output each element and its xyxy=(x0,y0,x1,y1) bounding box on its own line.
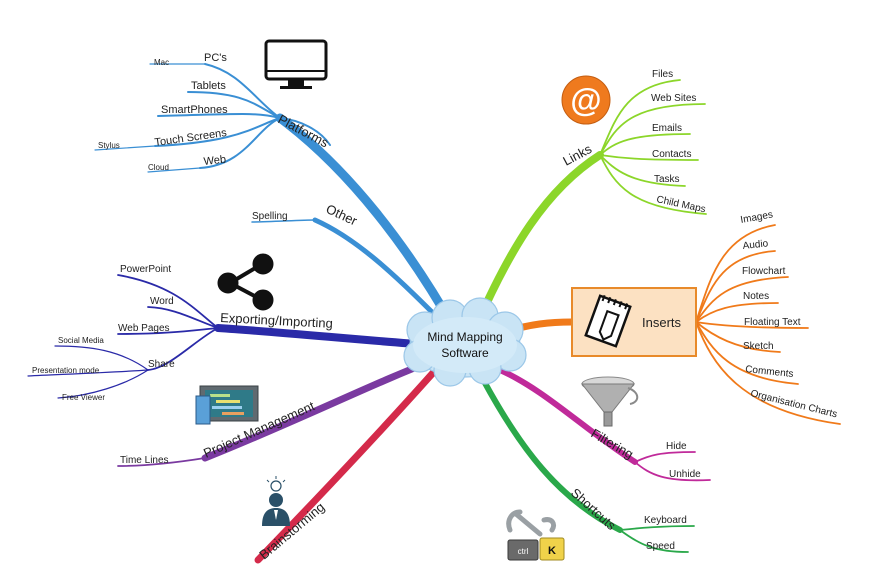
center-title-line1: Mind Mapping xyxy=(427,330,502,344)
node-word[interactable]: Word xyxy=(150,296,174,307)
node-tasks[interactable]: Tasks xyxy=(654,174,680,185)
node-web-pages[interactable]: Web Pages xyxy=(118,323,170,334)
node-powerpoint[interactable]: PowerPoint xyxy=(120,264,171,275)
node-speed[interactable]: Speed xyxy=(646,541,675,552)
node-images[interactable]: Images xyxy=(740,209,774,226)
branch-links-lines xyxy=(474,79,707,326)
branch-label-shortcuts[interactable]: Shortcuts xyxy=(568,485,619,533)
node-tablets[interactable]: Tablets xyxy=(191,80,226,92)
branch-exporting-lines xyxy=(27,274,434,399)
branch-filtering-lines xyxy=(497,367,711,482)
share-icon xyxy=(217,253,274,311)
svg-text:@: @ xyxy=(570,82,601,118)
monitor-icon xyxy=(264,39,328,89)
node-unhide[interactable]: Unhide xyxy=(669,469,701,480)
node-web-sites[interactable]: Web Sites xyxy=(651,93,696,104)
svg-text:ctrl: ctrl xyxy=(518,547,529,556)
node-smartphones[interactable]: SmartPhones xyxy=(161,104,228,116)
node-organisation-charts[interactable]: Organisation Charts xyxy=(749,388,838,420)
branch-label-filtering[interactable]: Filtering xyxy=(589,426,637,462)
branch-label-inserts: Inserts xyxy=(642,315,682,330)
node-audio[interactable]: Audio xyxy=(742,238,769,252)
idea-person-icon xyxy=(262,476,290,526)
branch-label-brainstorming[interactable]: Brainstorming xyxy=(256,499,327,562)
at-sign-icon: @ xyxy=(561,75,611,125)
node-comments[interactable]: Comments xyxy=(745,364,794,380)
node-files[interactable]: Files xyxy=(652,69,673,80)
node-flowchart[interactable]: Flowchart xyxy=(742,266,786,277)
center-node[interactable]: Mind Mapping Software xyxy=(403,297,527,387)
node-free-viewer[interactable]: Free Viewer xyxy=(62,393,105,402)
node-keyboard[interactable]: Keyboard xyxy=(644,515,687,526)
funnel-icon xyxy=(580,376,639,427)
node-floating-text[interactable]: Floating Text xyxy=(744,317,801,328)
node-spelling[interactable]: Spelling xyxy=(252,211,288,222)
node-cloud[interactable]: Cloud xyxy=(148,163,169,172)
node-mac[interactable]: Mac xyxy=(154,58,169,67)
node-web[interactable]: Web xyxy=(203,154,227,168)
node-time-lines[interactable]: Time Lines xyxy=(120,455,169,466)
branch-platforms-lines xyxy=(94,63,460,335)
branch-label-platforms[interactable]: Platforms xyxy=(276,111,332,150)
node-presentation-mode[interactable]: Presentation mode xyxy=(32,366,100,375)
keyboard-shortcut-icon: ctrl K xyxy=(506,509,565,561)
gantt-chart-icon xyxy=(195,385,259,425)
node-contacts[interactable]: Contacts xyxy=(652,149,691,160)
node-sketch[interactable]: Sketch xyxy=(743,341,774,352)
node-emails[interactable]: Emails xyxy=(652,123,682,134)
node-share[interactable]: Share xyxy=(148,359,175,370)
branch-label-exporting[interactable]: Exporting/Importing xyxy=(220,310,333,331)
branch-brainstorming-lines xyxy=(254,361,444,564)
branch-shortcuts-lines xyxy=(475,367,695,553)
node-social-media[interactable]: Social Media xyxy=(58,336,104,345)
svg-text:K: K xyxy=(548,545,556,557)
notepad-pencil-icon xyxy=(584,294,632,348)
node-notes[interactable]: Notes xyxy=(743,291,769,302)
node-stylus[interactable]: Stylus xyxy=(98,141,120,150)
center-title-line2: Software xyxy=(441,346,489,360)
inserts-node[interactable]: Inserts xyxy=(571,287,697,357)
node-touch-screens[interactable]: Touch Screens xyxy=(154,127,228,149)
node-pcs[interactable]: PC's xyxy=(204,52,227,64)
node-child-maps[interactable]: Child Maps xyxy=(655,194,706,215)
node-hide[interactable]: Hide xyxy=(666,441,687,452)
